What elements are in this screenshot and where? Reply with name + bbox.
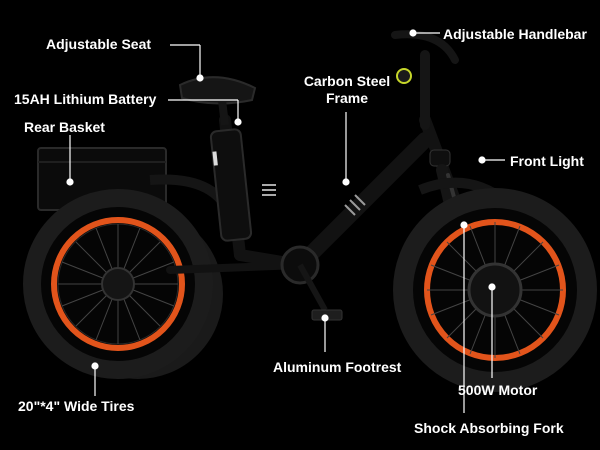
callout-frame-line2: Frame xyxy=(325,90,369,106)
callout-tires: 20"*4" Wide Tires xyxy=(18,398,135,414)
callout-motor: 500W Motor xyxy=(458,382,538,398)
callout-frame: Carbon Steel Frame xyxy=(282,73,412,107)
rear-wheel xyxy=(23,189,213,379)
callout-footrest: Aluminum Footrest xyxy=(273,359,402,375)
callout-battery: 15AH Lithium Battery xyxy=(14,91,157,107)
callout-seat: Adjustable Seat xyxy=(46,36,152,52)
callout-lines xyxy=(66,29,505,413)
seat xyxy=(178,76,257,126)
frame-decal xyxy=(344,194,366,216)
callout-handlebar: Adjustable Handlebar xyxy=(443,26,587,42)
front-wheel xyxy=(393,188,597,392)
handlebar xyxy=(391,30,459,130)
callout-light: Front Light xyxy=(510,153,584,169)
battery xyxy=(209,128,276,242)
callout-frame-line1: Carbon Steel xyxy=(303,73,391,89)
callout-basket: Rear Basket xyxy=(24,119,105,135)
crank xyxy=(280,245,343,321)
front-light xyxy=(429,149,451,167)
callout-fork: Shock Absorbing Fork xyxy=(414,420,564,436)
hub-motor xyxy=(467,262,523,318)
